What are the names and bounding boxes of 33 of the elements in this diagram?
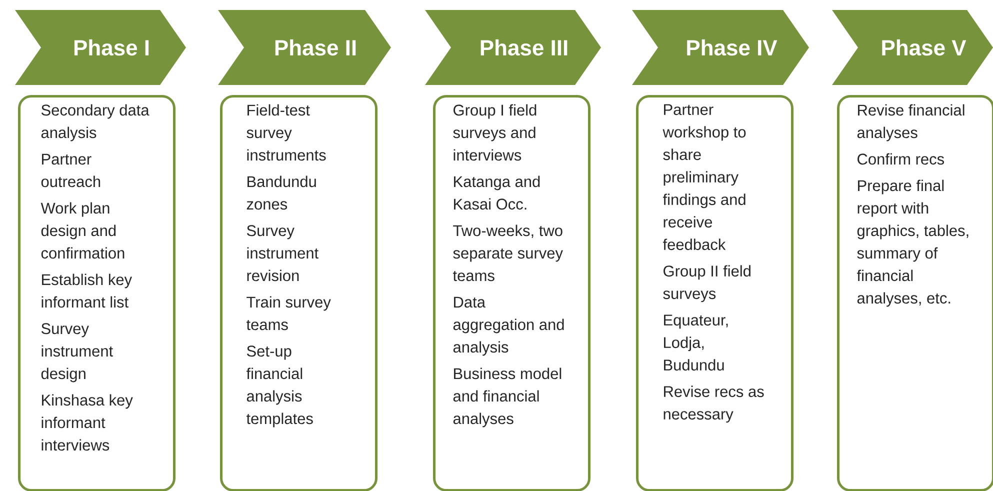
phase-banner: Phase IV [632, 10, 809, 85]
task-item: Business model and financial analyses [453, 368, 562, 428]
task-item: Set-up financial analysis templates [246, 346, 313, 428]
task-box [837, 95, 993, 491]
task-item: Two-weeks, two separate survey teams [453, 224, 563, 282]
task-item: Partner workshop to share preliminary findings and receive feedback [662, 104, 746, 250]
task-item: Prepare final report with graphics, tables, summary of financial analyses, etc. [856, 180, 968, 307]
task-item: Partner outreach [41, 154, 100, 188]
task-item: Revise financial analyses [857, 104, 964, 142]
phase-banner: Phase III [425, 10, 601, 85]
task-item: Confirm recs [858, 153, 944, 165]
task-item: Work plan design and confirmation [40, 202, 124, 259]
task-box [433, 95, 590, 491]
task-item: Secondary data analysis [41, 104, 150, 142]
task-box [220, 95, 378, 491]
task-item: Establish key informant list [42, 274, 132, 308]
task-item: Field-test survey instruments [246, 104, 326, 161]
task-item: Group I field surveys and interviews [453, 104, 536, 161]
phase-banner: Phase V [832, 10, 993, 85]
task-item: Revise recs as necessary [664, 386, 764, 423]
task-item: Survey instrument revision [246, 225, 318, 282]
task-item: Train survey teams [246, 296, 331, 330]
task-item: Group II field surveys [663, 265, 750, 302]
task-item: Kinshasa key informant interviews [42, 394, 133, 451]
task-item: Equateur, Lodja, Budundu [664, 314, 728, 371]
task-item: Data aggregation and analysis [453, 296, 564, 356]
task-item: Bandundu zones [246, 176, 316, 210]
task-box [636, 95, 794, 491]
task-box [18, 95, 176, 491]
task-item: Katanga and Kasai Occ. [454, 176, 540, 210]
task-item: Survey instrument design [41, 323, 113, 382]
phase-banner: Phase I [15, 10, 186, 85]
phase-banner: Phase II [218, 10, 391, 85]
